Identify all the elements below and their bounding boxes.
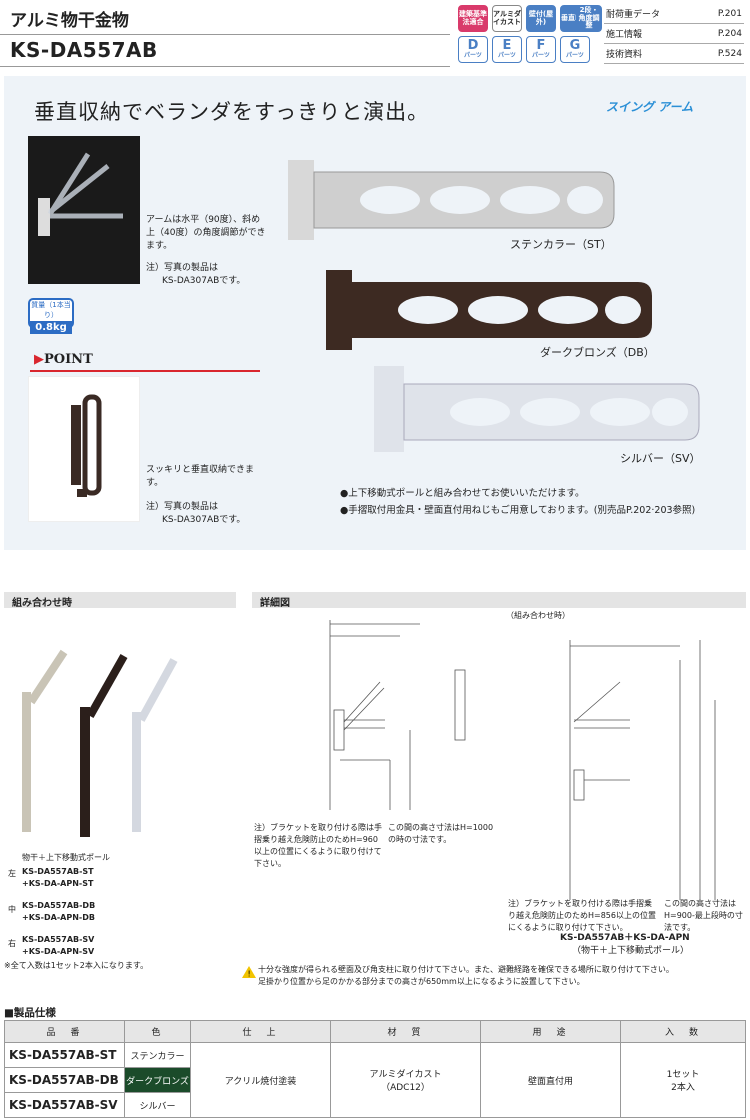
detail-note-left-b: この間の高さ寸法はH=1000の時の寸法です。 [388,823,494,844]
bullet-accessories: ●手摺取付用金具・壁面直付用ねじもご用意しております。(別売品P.202·203… [340,505,696,517]
combo-pos-middle: 中 [8,905,16,914]
combo-middle-line2: +KS-DA-APN-DB [22,913,95,922]
warning-icon: ! [242,966,256,978]
combo-middle-line1: KS-DA557AB-DB [22,901,96,910]
header-divider [0,66,450,67]
combo-photo [4,612,200,844]
color-label-db: ダークブロンズ（DB） [540,346,655,359]
badge-diecast: アルミダイカスト [492,5,522,32]
vertical-description: スッキリと垂直収納できます。 [146,465,255,489]
combo-caption: 物干＋上下移動式ポール [22,853,110,862]
svg-text:!: ! [248,970,251,979]
detail-note-left: 注）ブラケットを取り付ける際は手摺乗り越え危険防止のためH=960以上の位置にく… [254,823,382,868]
combo-right-line2: +KS-DA-APN-SV [22,947,95,956]
color-label-sv: シルバー（SV） [620,452,701,465]
detail-note-right: 注）ブラケットを取り付ける際は手摺乗り越え危険防止のためH=856以上の位置にく… [508,899,656,932]
detail-combo-model: KS-DA557AB＋KS-DA-APN [560,933,690,943]
combo-pos-left: 左 [8,869,16,878]
angle-description: アームは水平（90度）、斜め上（40度）の角度調節ができます。 [146,215,266,252]
point-heading: ▶POINT [34,352,93,367]
swing-arm-logo: スイング アーム [606,100,694,114]
detail-note-right-b: この間の高さ寸法はH=900-最上段時の寸法です。 [664,899,743,932]
table-row: KS-DA557AB-ST ステンカラー アクリル焼付塗装 アルミダイカスト（A… [4,1042,746,1118]
detail-combo-sub: （物干＋上下移動式ポール） [572,946,690,956]
weight-badge: 質量（1本当り） 0.8kg [28,298,74,334]
detail-combo-label: （組み合わせ時） [506,611,570,620]
badge-standard: 建築基準法適合 [458,5,488,32]
section-combo-title: 組み合わせ時 [4,592,236,609]
section-detail-title: 詳細図 [252,592,746,609]
photo-note-1b: KS-DA307ABです。 [162,276,246,286]
feature-bullets: ●上下移動式ポールと組み合わせてお使いいただけます。 ●手摺取付用金具・壁面直付… [340,485,695,519]
color-variant-arms [288,160,652,350]
category-title: アルミ物干金物 [10,11,129,31]
photo-note-2b: KS-DA307ABです。 [162,515,246,525]
tagline: 垂直収納でベランダをすっきりと演出。 [34,100,430,124]
spec-title: ■製品仕様 [4,1007,56,1019]
header-divider [0,34,450,35]
detail-drawing-right [569,640,716,900]
detail-drawing-left [329,620,466,810]
point-rule [30,370,260,372]
spec-table: 品 番 色 仕 上 材 質 用 途 入 数 KS-DA557AB-ST ステンカ… [4,1020,746,1118]
arm-db [326,270,652,350]
photo-note-2a: 注）写真の製品は [146,502,219,512]
combo-right-line1: KS-DA557AB-SV [22,935,95,944]
combo-left-line1: KS-DA557AB-ST [22,867,94,876]
color-label-st: ステンカラー（ST） [510,238,612,251]
badge-angle: 2段・角度調整 [576,5,602,32]
product-photo-angle [28,136,140,284]
arm-sv [374,366,700,452]
combo-left-line2: +KS-DA-APN-ST [22,879,94,888]
combo-pos-right: 右 [8,939,16,948]
product-photo-vertical [28,376,140,522]
photo-note-1a: 注）写真の製品は [146,263,219,273]
warning-text: 十分な強度が得られる壁面及び角支柱に取り付けて下さい。また、避難経路を確保できる… [258,965,674,986]
badge-wall: 壁付(屋外) [526,5,556,32]
table-row: KS-DA557AB-SV シルバー [4,1092,746,1118]
combo-note: ※全て入数は1セット2本入になります。 [4,961,149,970]
arm-st [288,160,615,240]
bullet-pole: ●上下移動式ポールと組み合わせてお使いいただけます。 [340,488,585,499]
model-title: KS-DA557AB [10,38,158,62]
point-arrow-icon: ▶ [34,352,44,367]
